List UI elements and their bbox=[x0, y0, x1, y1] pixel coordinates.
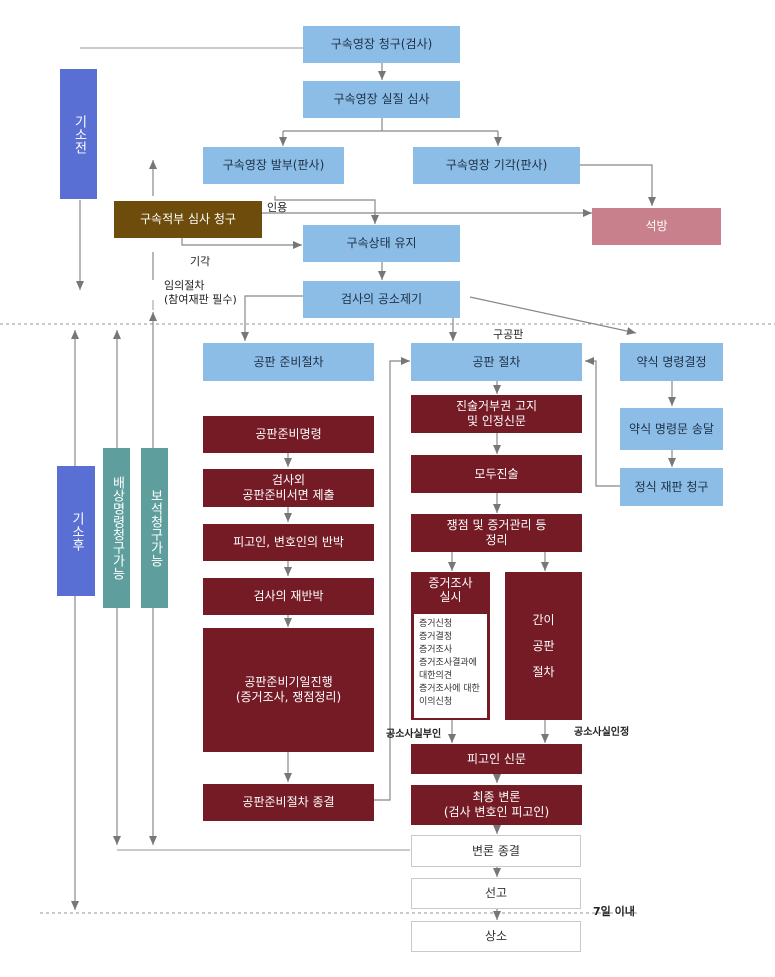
formal-trial-request-box: 정식 재판 청구 bbox=[620, 468, 723, 506]
pretrial-order-box: 공판준비명령 bbox=[203, 416, 374, 453]
warrant-dismiss-box: 구속영장 기각(판사) bbox=[413, 147, 580, 184]
issue-organization-box: 쟁점 및 증거관리 등 정리 bbox=[411, 514, 582, 552]
seven-days-label: 7일 이내 bbox=[593, 905, 635, 918]
evidence-exam-items: 증거신청 증거결정 증거조사 증거조사결과에 대한의견 증거조사에 대한 이의신… bbox=[414, 614, 487, 718]
dismiss-label: 기각 bbox=[190, 255, 211, 268]
warrant-review-box: 구속영장 실질 심사 bbox=[303, 81, 460, 118]
compensation-order-text: 배상명령청구가능 bbox=[109, 476, 125, 580]
indictment-box: 검사의 공소제기 bbox=[303, 281, 460, 318]
defendant-exam-box: 피고인 신문 bbox=[411, 744, 582, 774]
pretrial-hearing-box: 공판준비기일진행 (증거조사, 쟁점정리) bbox=[203, 628, 374, 752]
summary-order-box: 약식 명령결정 bbox=[620, 343, 723, 381]
bail-request-text: 보석청구가능 bbox=[147, 489, 163, 567]
sentence-box: 선고 bbox=[411, 878, 581, 909]
evidence-exam-box: 증거조사 실시 증거신청 증거결정 증거조사 증거조사결과에 대한의견 증거조사… bbox=[411, 572, 490, 720]
post-indictment-bar: 기소후 bbox=[57, 466, 95, 596]
simplified-trial-box: 간이 공판 절차 bbox=[505, 572, 582, 720]
denial-label: 공소사실부인 bbox=[386, 729, 442, 740]
defense-rebuttal-box: 피고인, 변호인의 반박 bbox=[203, 524, 374, 561]
appeal-box: 상소 bbox=[411, 921, 581, 952]
admission-label: 공소사실인정 bbox=[574, 727, 630, 738]
opening-statement-box: 모두진술 bbox=[411, 455, 582, 493]
summary-order-delivery-box: 약식 명령문 송달 bbox=[620, 408, 723, 450]
post-indictment-text: 기소후 bbox=[69, 511, 84, 551]
detention-maintained-box: 구속상태 유지 bbox=[303, 225, 460, 262]
detention-review-request-box: 구속적부 심사 청구 bbox=[114, 201, 262, 238]
release-box: 석방 bbox=[592, 208, 721, 245]
pretrial-end-box: 공판준비절차 종결 bbox=[203, 784, 374, 821]
pre-indictment-bar: 기소전 bbox=[60, 69, 97, 199]
prosecutor-rebuttal-box: 검사의 재반박 bbox=[203, 578, 374, 615]
pretrial-procedure-box: 공판 준비절차 bbox=[203, 343, 374, 381]
argument-end-box: 변론 종결 bbox=[411, 835, 581, 867]
evidence-exam-title: 증거조사 실시 bbox=[428, 576, 473, 604]
pre-indictment-text: 기소전 bbox=[71, 114, 87, 154]
final-argument-box: 최종 변론 (검사 변호인 피고인) bbox=[411, 785, 582, 825]
right-notice-box: 진술거부권 고지 및 인정신문 bbox=[411, 395, 582, 433]
public-trial-label: 구공판 bbox=[493, 328, 524, 341]
cite-label: 인용 bbox=[267, 201, 288, 214]
warrant-request-box: 구속영장 청구(검사) bbox=[303, 26, 460, 63]
bail-request-bar: 보석청구가능 bbox=[141, 448, 168, 608]
written-submission-box: 검사외 공판준비서면 제출 bbox=[203, 469, 374, 507]
trial-procedure-box: 공판 절차 bbox=[411, 343, 582, 381]
warrant-issue-box: 구속영장 발부(판사) bbox=[203, 147, 344, 184]
optional-procedure-label: 임의절차 (참여재판 필수) bbox=[164, 279, 237, 306]
compensation-order-bar: 배상명령청구가능 bbox=[103, 448, 130, 608]
